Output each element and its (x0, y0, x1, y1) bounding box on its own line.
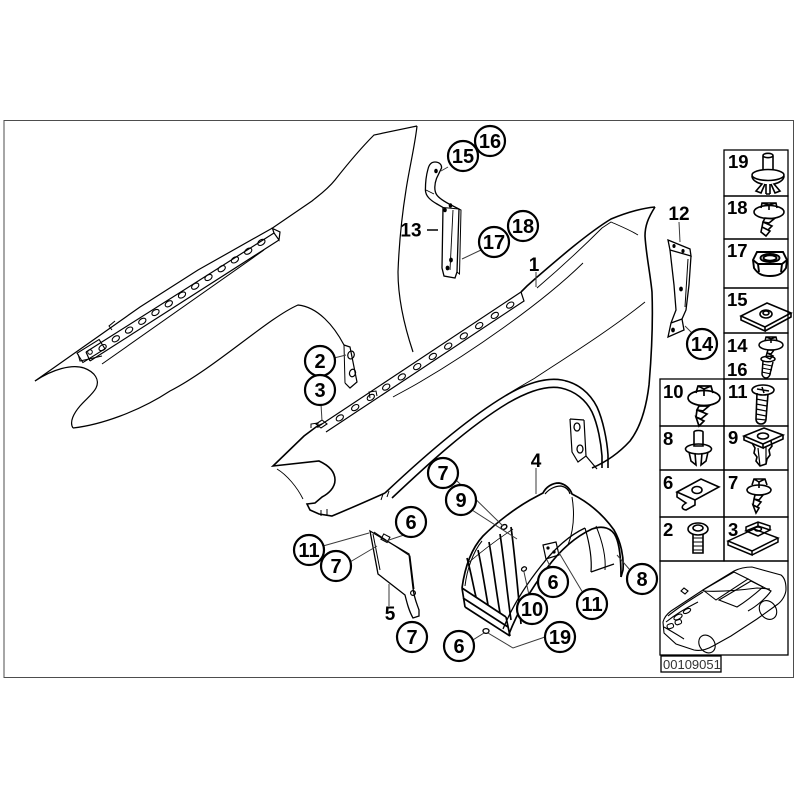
svg-text:9: 9 (455, 490, 466, 512)
svg-text:4: 4 (531, 451, 542, 472)
svg-text:2: 2 (314, 351, 325, 373)
svg-text:6: 6 (547, 572, 558, 594)
svg-text:19: 19 (549, 627, 571, 649)
svg-text:19: 19 (728, 151, 749, 172)
svg-text:11: 11 (728, 381, 748, 402)
svg-text:6: 6 (453, 636, 464, 658)
svg-text:12: 12 (668, 204, 689, 225)
svg-text:16: 16 (479, 131, 501, 153)
svg-text:15: 15 (452, 146, 474, 168)
svg-text:17: 17 (727, 240, 748, 261)
svg-text:7: 7 (437, 463, 448, 485)
svg-text:5: 5 (385, 604, 396, 625)
svg-text:10: 10 (521, 599, 543, 621)
svg-text:7: 7 (728, 472, 738, 493)
svg-text:11: 11 (298, 540, 319, 562)
svg-text:6: 6 (405, 512, 416, 534)
svg-text:10: 10 (663, 381, 684, 402)
svg-text:1: 1 (529, 255, 540, 276)
svg-text:6: 6 (663, 472, 673, 493)
svg-text:9: 9 (728, 427, 738, 448)
svg-text:7: 7 (330, 556, 341, 578)
svg-text:15: 15 (727, 289, 748, 310)
svg-text:11: 11 (581, 594, 602, 616)
svg-text:18: 18 (727, 197, 748, 218)
svg-text:14: 14 (727, 335, 748, 356)
svg-text:8: 8 (663, 428, 673, 449)
svg-text:8: 8 (636, 569, 647, 591)
svg-text:3: 3 (314, 380, 325, 402)
svg-text:17: 17 (483, 232, 505, 254)
svg-text:13: 13 (400, 221, 421, 242)
svg-text:2: 2 (663, 519, 673, 540)
svg-text:14: 14 (691, 334, 714, 356)
svg-text:18: 18 (512, 216, 534, 238)
svg-text:16: 16 (727, 359, 748, 380)
svg-text:7: 7 (406, 627, 417, 649)
svg-text:00109051: 00109051 (663, 657, 721, 672)
svg-text:3: 3 (728, 519, 738, 540)
